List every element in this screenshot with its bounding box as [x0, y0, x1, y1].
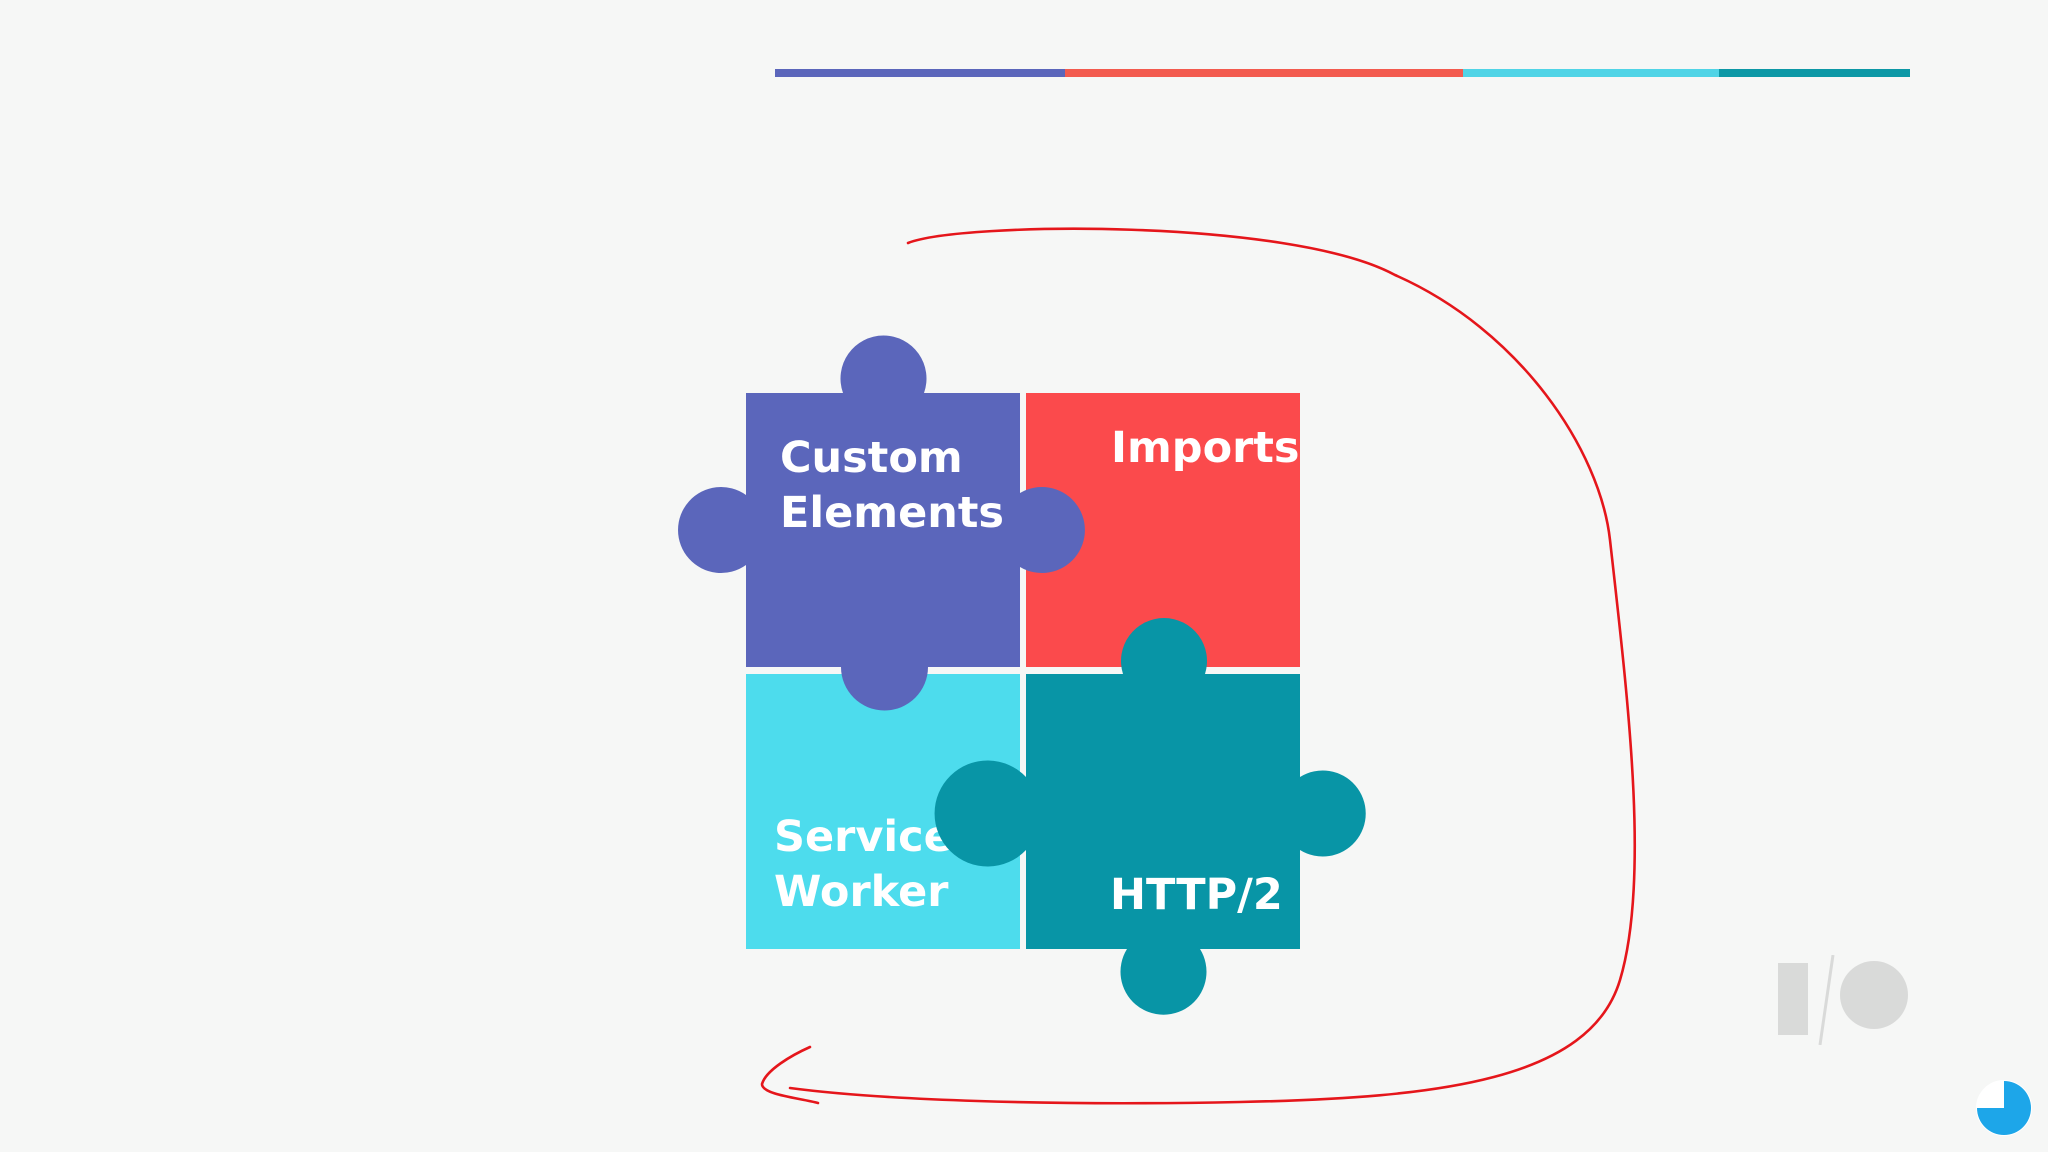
- progress-pie-fill: [1977, 1081, 2031, 1135]
- puzzle-piece-service-worker-shape: [746, 674, 1020, 949]
- piece-label-http2: HTTP/2: [1110, 870, 1283, 920]
- piece-label-custom-elements: Custom Elements: [780, 433, 1004, 538]
- io-logo-bar: [1778, 963, 1808, 1035]
- accent-bar-segment-blue: [775, 69, 1065, 77]
- accent-bar: [775, 69, 1910, 77]
- puzzle-piece-custom-elements-shape: [678, 335, 1085, 711]
- piece-label-imports: Imports: [1111, 423, 1299, 473]
- annotation-arrow: [760, 227, 1637, 1105]
- puzzle-piece-custom-elements: Custom Elements: [678, 335, 1085, 711]
- progress-pie-icon: [1976, 1080, 2032, 1136]
- piece-label-service-worker: Service Worker: [774, 812, 968, 917]
- puzzle-piece-service-worker: Service Worker: [746, 674, 1020, 949]
- puzzle-piece-imports: Imports: [1026, 393, 1300, 667]
- puzzle-piece-http2-shape: [934, 618, 1366, 1015]
- io-logo-circle: [1840, 961, 1908, 1029]
- io-logo-slash: [1818, 954, 1835, 1046]
- accent-bar-segment-cyan: [1463, 69, 1719, 77]
- annotation-arrow-curve: [788, 227, 1637, 1105]
- accent-bar-segment-red: [1065, 69, 1463, 77]
- annotation-arrow-head: [760, 1045, 820, 1105]
- io-logo: [1778, 954, 1914, 1046]
- puzzle-piece-imports-shape: [1026, 393, 1300, 667]
- slide-progress-indicator: [1975, 1079, 2033, 1137]
- accent-bar-segment-teal: [1719, 69, 1910, 77]
- puzzle-piece-http2: HTTP/2: [934, 618, 1366, 1015]
- io-logo-mark: [1778, 954, 1908, 1046]
